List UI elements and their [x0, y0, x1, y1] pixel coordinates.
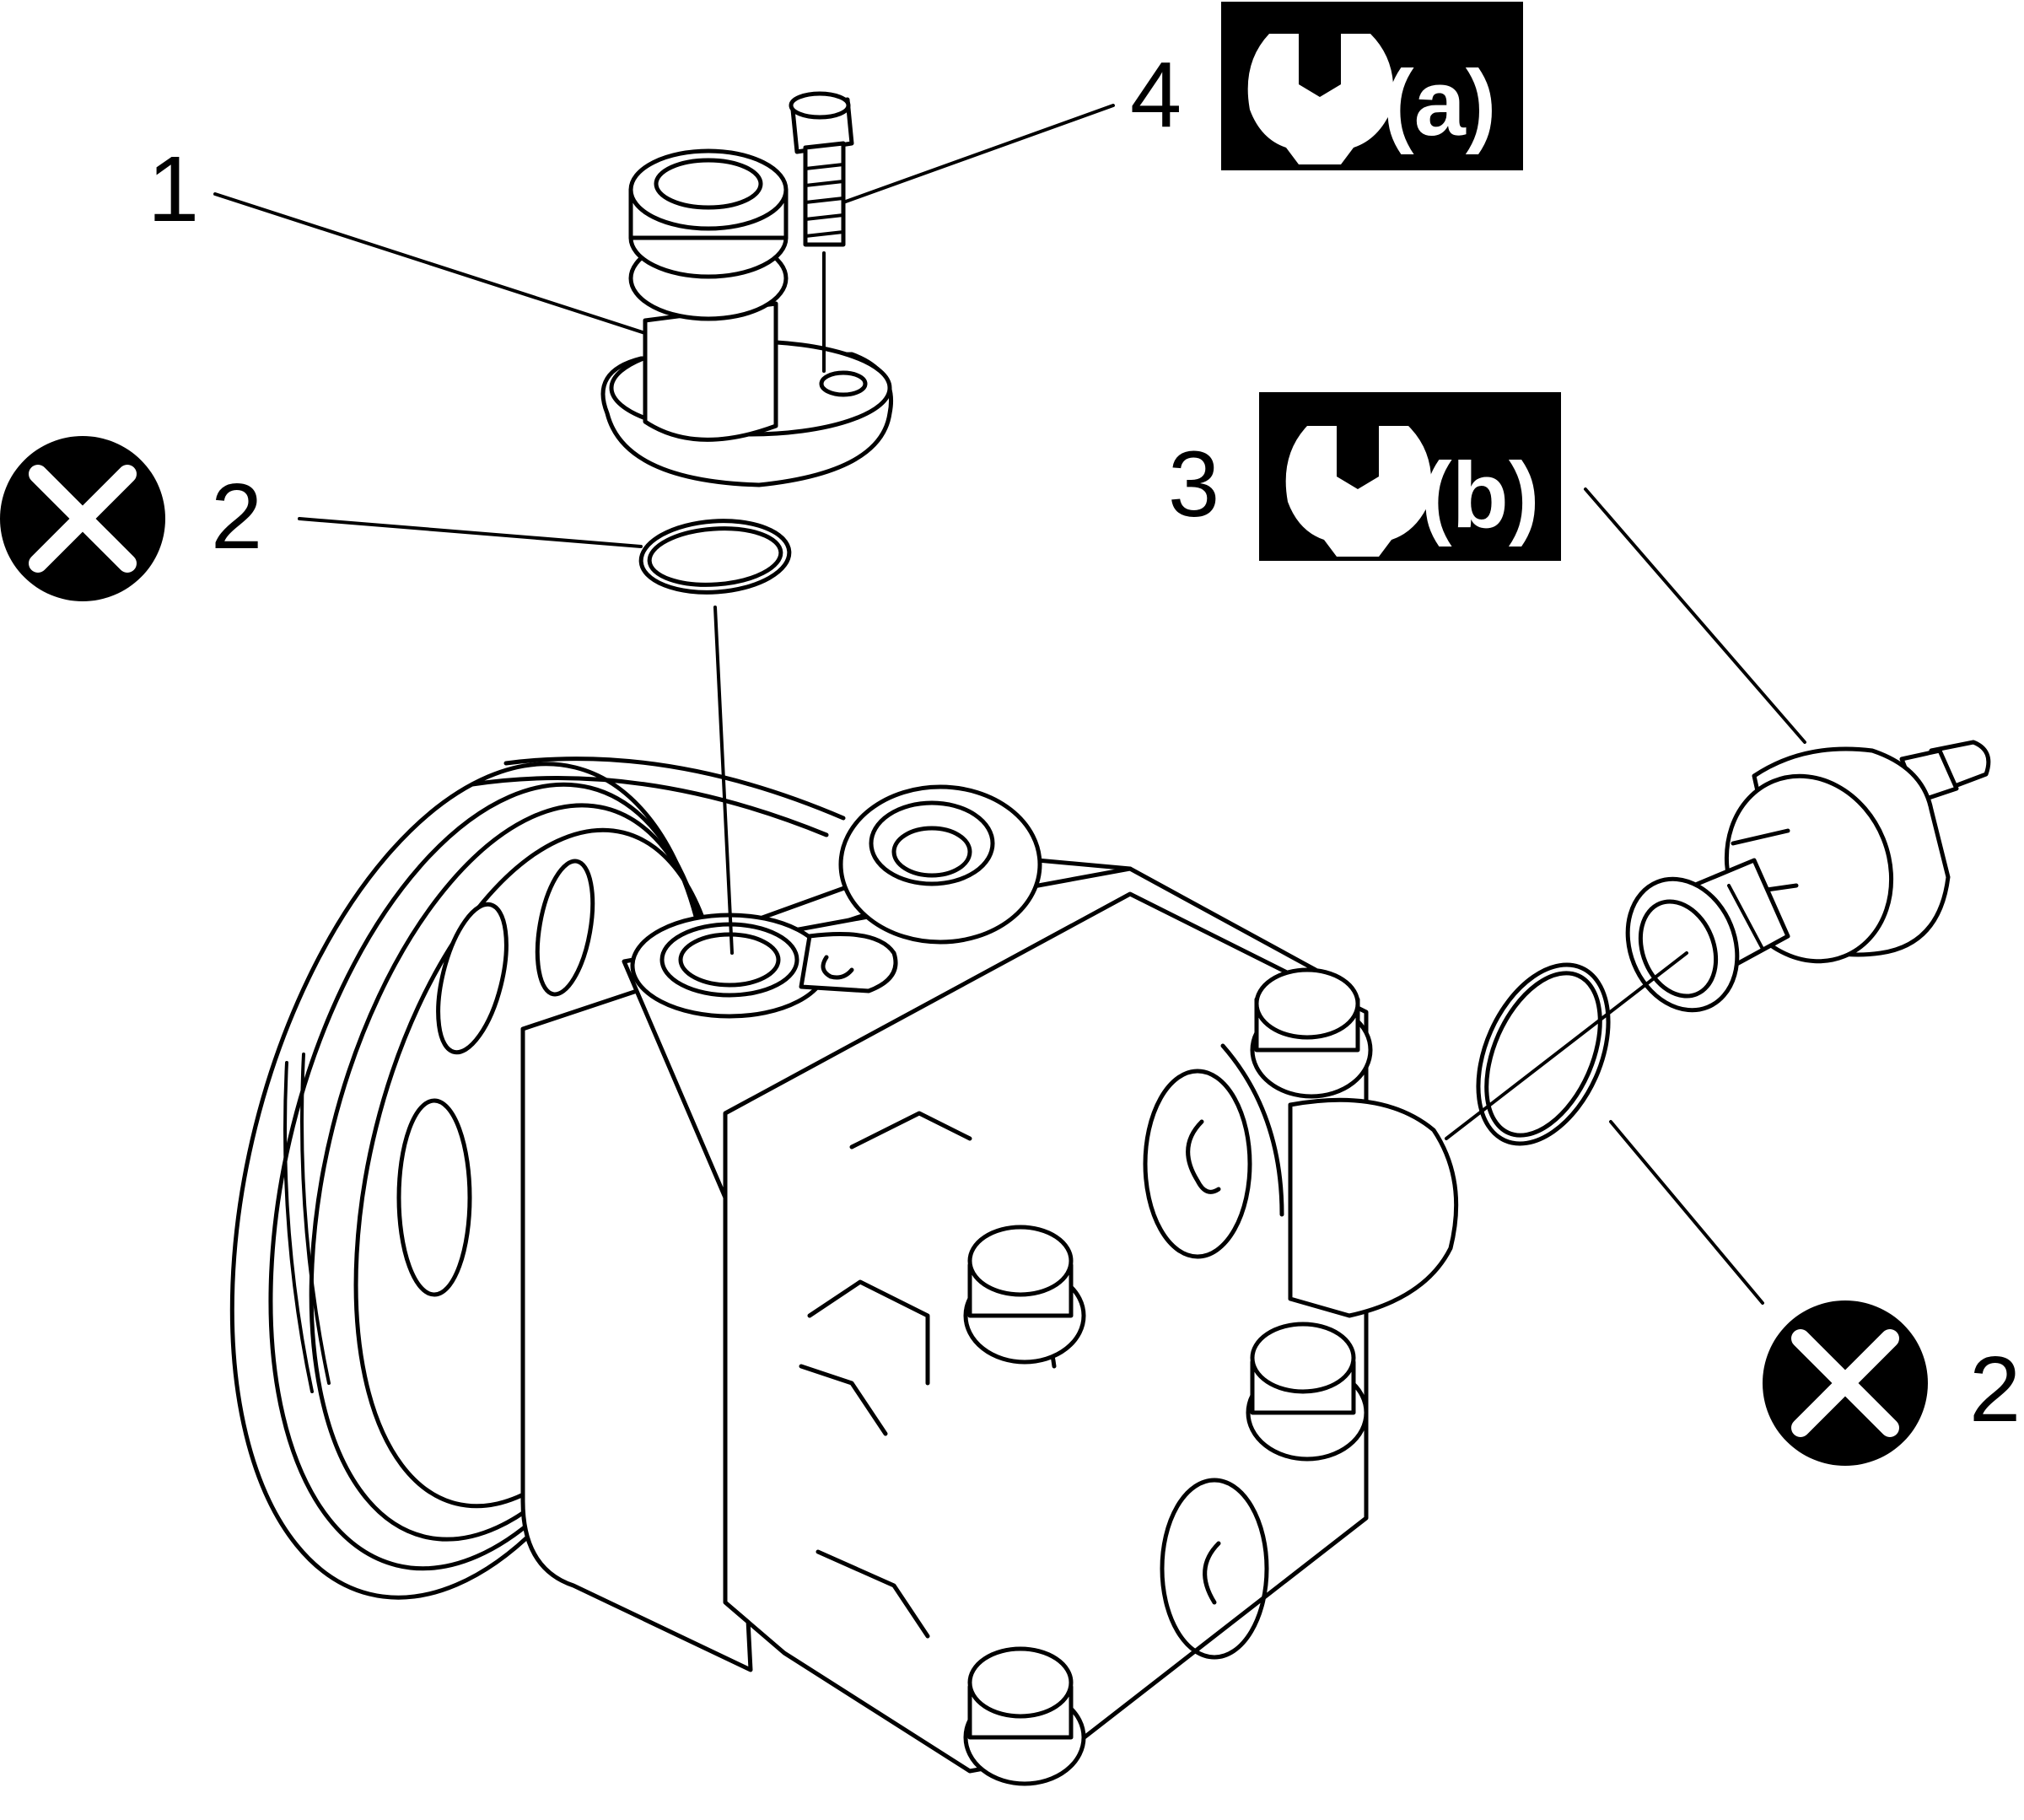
cover-bolt-middle-right	[1246, 1322, 1369, 1462]
torque-badge-a-label: (a)	[1383, 51, 1496, 155]
torque-badge-b: (b)	[1259, 392, 1561, 561]
torque-badge-b-label: (b)	[1421, 444, 1539, 547]
wrench-icon	[1285, 426, 1432, 557]
cover-bolt-middle-left	[963, 1225, 1086, 1365]
callout-part-4: 4	[1130, 43, 1182, 147]
torque-badge-a: (a)	[1221, 2, 1523, 170]
callout-part-2-right: 2	[1969, 1338, 2021, 1441]
flow-valve-fitting-part-3	[1625, 740, 1991, 1013]
wrench-icon	[1247, 34, 1394, 164]
callout-part-3: 3	[1168, 433, 1219, 536]
bolt-part-4	[789, 91, 854, 373]
cover-bolt-upper-right	[1250, 967, 1373, 1099]
callout-part-1: 1	[148, 137, 199, 241]
suction-connector-part-1	[600, 148, 893, 487]
callout-part-2-top: 2	[211, 465, 262, 568]
cover-bolt-bottom	[963, 1646, 1086, 1786]
o-ring-part-2-top	[638, 519, 792, 595]
do-not-reuse-badge-top	[0, 436, 165, 601]
leader-lines	[213, 104, 1806, 1305]
o-ring-part-2-right	[1476, 962, 1611, 1146]
do-not-reuse-badge-right	[1763, 1300, 1928, 1466]
cover-bolts	[963, 967, 1373, 1786]
